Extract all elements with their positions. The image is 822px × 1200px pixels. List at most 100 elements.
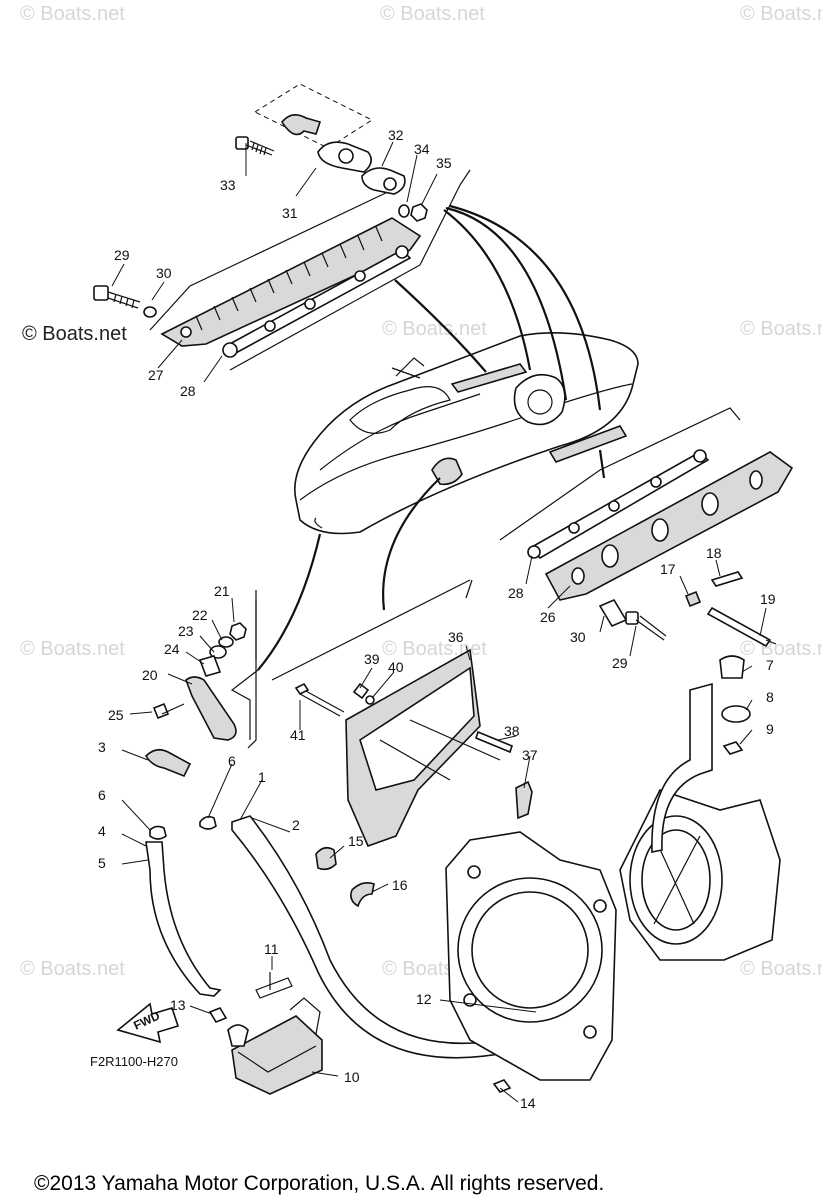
right-deck-panel-assembly bbox=[499, 407, 794, 648]
callout-28: 28 bbox=[508, 585, 524, 601]
washer-icon bbox=[398, 204, 410, 218]
tie-strap-icon bbox=[294, 682, 310, 696]
plug-icon bbox=[719, 655, 745, 679]
watermark: © Boats.net bbox=[380, 3, 485, 25]
watermark: © Boats.net bbox=[740, 958, 822, 980]
callout-30: 30 bbox=[156, 265, 172, 281]
callout-6: 6 bbox=[98, 787, 106, 803]
nut-icon bbox=[229, 622, 247, 641]
watermark: © Boats.net bbox=[740, 638, 822, 660]
watermark: © Boats.net bbox=[740, 318, 822, 340]
copyright-notice: ©2013 Yamaha Motor Corporation, U.S.A. A… bbox=[34, 1172, 604, 1195]
callout-2: 2 bbox=[292, 817, 300, 833]
bolt-icon bbox=[152, 702, 170, 720]
callout-29: 29 bbox=[612, 655, 628, 671]
callout-labels: 1 2 3 4 5 6 6 7 8 9 10 11 12 13 14 15 16… bbox=[98, 127, 776, 1111]
clamp-icon bbox=[350, 882, 375, 908]
callout-20: 20 bbox=[142, 667, 158, 683]
pin-icon bbox=[710, 571, 744, 587]
reference-arrows bbox=[230, 204, 606, 740]
bolt-icon bbox=[625, 611, 667, 641]
callout-3: 3 bbox=[98, 739, 106, 755]
callout-8: 8 bbox=[766, 689, 774, 705]
hose-icon bbox=[145, 841, 222, 997]
jet-pump-assembly bbox=[445, 655, 781, 1093]
callout-32: 32 bbox=[388, 127, 404, 143]
fitting-icon bbox=[198, 655, 222, 677]
callout-38: 38 bbox=[504, 723, 520, 739]
lock-icon bbox=[281, 114, 322, 136]
callout-28: 28 bbox=[180, 383, 196, 399]
callout-23: 23 bbox=[178, 623, 194, 639]
tie-strap-icon bbox=[706, 606, 772, 648]
bolt-icon bbox=[492, 1079, 512, 1093]
gasket-icon bbox=[361, 167, 406, 195]
clamp-icon bbox=[199, 815, 217, 830]
callout-4: 4 bbox=[98, 823, 106, 839]
bracket-icon bbox=[515, 780, 533, 820]
callout-12: 12 bbox=[416, 991, 432, 1007]
callout-34: 34 bbox=[414, 141, 430, 157]
top-deck-panel-assembly bbox=[93, 83, 471, 371]
callout-18: 18 bbox=[706, 545, 722, 561]
nut-icon bbox=[721, 705, 751, 723]
bolt-icon bbox=[235, 136, 275, 156]
bolt-icon bbox=[93, 285, 141, 309]
spacer-icon bbox=[598, 598, 628, 628]
callout-14: 14 bbox=[520, 1095, 536, 1111]
clamp-icon bbox=[208, 1007, 228, 1023]
hose-icon bbox=[651, 682, 713, 853]
watermark: © Boats.net bbox=[20, 958, 125, 980]
callout-19: 19 bbox=[760, 591, 776, 607]
clamp-icon bbox=[149, 825, 167, 840]
bracket-icon bbox=[185, 676, 237, 741]
callout-5: 5 bbox=[98, 855, 106, 871]
callout-36: 36 bbox=[448, 629, 464, 645]
callout-29: 29 bbox=[114, 247, 130, 263]
callout-39: 39 bbox=[364, 651, 380, 667]
bolt-icon bbox=[352, 682, 370, 700]
callout-41: 41 bbox=[290, 727, 306, 743]
callout-35: 35 bbox=[436, 155, 452, 171]
callout-25: 25 bbox=[108, 707, 124, 723]
callout-15: 15 bbox=[348, 833, 364, 849]
callout-6: 6 bbox=[228, 753, 236, 769]
washer-icon bbox=[209, 645, 227, 659]
callout-16: 16 bbox=[392, 877, 408, 893]
pin-icon bbox=[255, 977, 293, 999]
controller-box-icon bbox=[231, 1015, 323, 1095]
spacer-icon bbox=[143, 306, 157, 318]
nut-icon bbox=[410, 203, 428, 222]
watermark: © Boats.net bbox=[20, 638, 125, 660]
callout-40: 40 bbox=[388, 659, 404, 675]
callout-37: 37 bbox=[522, 747, 538, 763]
connector-icon bbox=[227, 1024, 249, 1047]
callout-33: 33 bbox=[220, 177, 236, 193]
callout-24: 24 bbox=[164, 641, 180, 657]
watermark: © Boats.net bbox=[740, 3, 822, 25]
drawing-code: F2R1100-H270 bbox=[90, 1054, 178, 1069]
callout-31: 31 bbox=[282, 205, 298, 221]
callout-10: 10 bbox=[344, 1069, 360, 1085]
callout-7: 7 bbox=[766, 657, 774, 673]
callout-leaders bbox=[111, 141, 767, 1103]
fwd-arrow: FWD bbox=[116, 1002, 180, 1044]
watermark: © Boats.net bbox=[20, 3, 125, 25]
callout-1: 1 bbox=[258, 769, 266, 785]
clip-icon bbox=[722, 741, 744, 755]
callout-26: 26 bbox=[540, 609, 556, 625]
washer-icon bbox=[218, 636, 234, 648]
elbow-fitting-icon bbox=[144, 748, 192, 778]
watermark: © Boats.net bbox=[382, 318, 487, 340]
callout-30: 30 bbox=[570, 629, 586, 645]
grommet-icon bbox=[315, 846, 337, 871]
cover-assembly bbox=[271, 579, 533, 908]
callout-13: 13 bbox=[170, 997, 186, 1013]
callout-27: 27 bbox=[148, 367, 164, 383]
watermark: © Boats.net bbox=[22, 323, 127, 345]
watercraft-hull bbox=[294, 332, 639, 535]
callout-22: 22 bbox=[192, 607, 208, 623]
callout-17: 17 bbox=[660, 561, 676, 577]
callout-11: 11 bbox=[264, 941, 279, 957]
